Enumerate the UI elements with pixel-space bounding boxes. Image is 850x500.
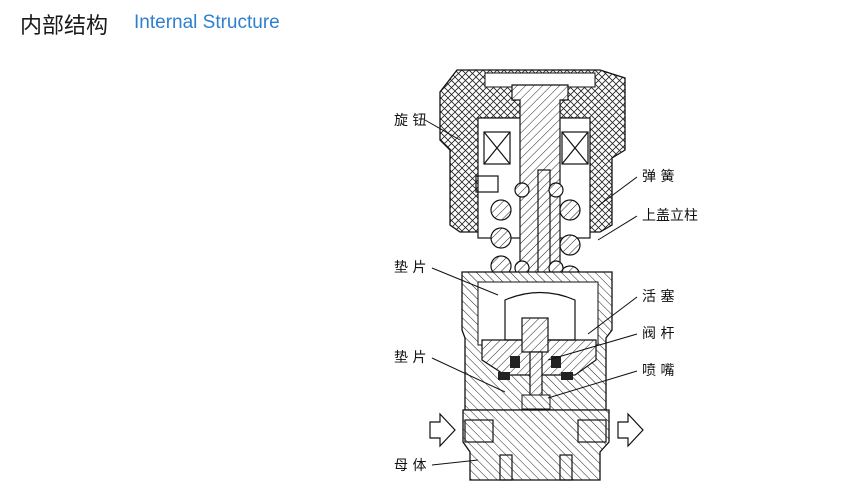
- label-gasket-lower: 垫 片: [394, 350, 426, 366]
- label-piston: 活 塞: [642, 288, 674, 305]
- label-upper-column: 上盖立柱: [642, 208, 698, 224]
- label-body: 母 体: [394, 458, 426, 474]
- label-knob: 旋 钮: [394, 113, 426, 129]
- leader-lines: [424, 119, 638, 466]
- page-title-zh: 内部结构: [20, 14, 109, 39]
- label-valve-stem: 阀 杆: [642, 326, 674, 342]
- inlet-arrow-icon: [429, 412, 456, 448]
- label-gasket-upper: 垫 片: [394, 260, 426, 276]
- stem-part: [511, 84, 569, 283]
- page-title-en: Internal Structure: [134, 12, 280, 33]
- label-spring: 弹 簧: [642, 169, 674, 185]
- outlet-arrow-icon: [617, 412, 644, 448]
- label-nozzle: 喷 嘴: [642, 363, 674, 379]
- valve-stem-part: [498, 317, 573, 411]
